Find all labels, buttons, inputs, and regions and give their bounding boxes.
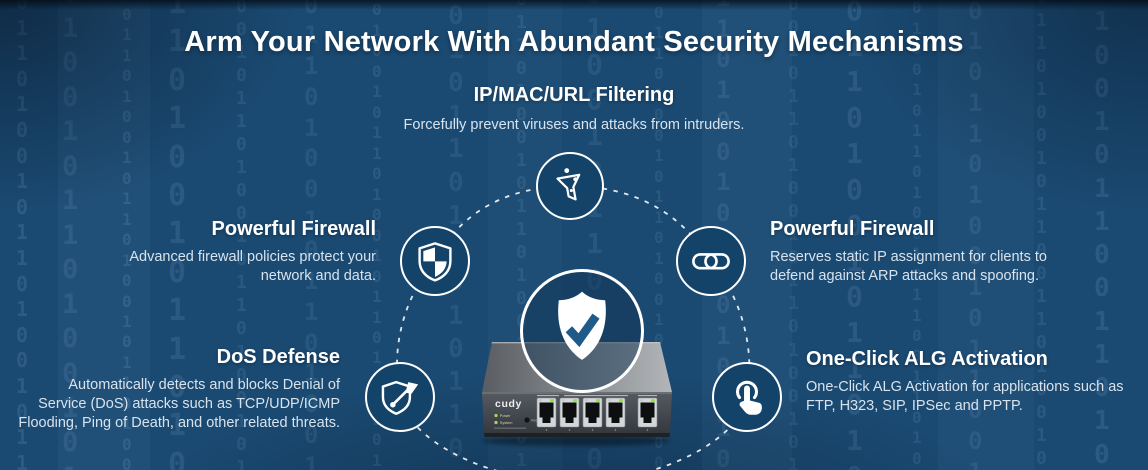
port-led bbox=[651, 399, 655, 402]
tap-click-icon bbox=[736, 380, 762, 415]
feature-one-click-alg: One-Click ALG Activation One-Click ALG A… bbox=[806, 348, 1126, 416]
arp-defense-node bbox=[676, 226, 746, 296]
system-led bbox=[494, 420, 498, 425]
feature-title: Powerful Firewall bbox=[770, 218, 935, 240]
feature-desc: Forcefully prevent viruses and attacks f… bbox=[403, 117, 745, 133]
feature-powerful-firewall-right: Powerful Firewall Reserves static IP ass… bbox=[770, 218, 1082, 286]
port-led bbox=[573, 399, 577, 402]
feature-ip-mac-url-filtering: IP/MAC/URL Filtering Forcefully prevent … bbox=[0, 84, 1148, 135]
central-security-hub bbox=[520, 269, 644, 393]
dos-defense-node bbox=[365, 362, 435, 432]
shield-quadrant-icon bbox=[418, 242, 452, 282]
firewall-node bbox=[400, 226, 470, 296]
port-led bbox=[596, 399, 600, 402]
shield-checkmark-icon bbox=[558, 291, 606, 360]
feature-title: IP/MAC/URL Filtering bbox=[473, 84, 675, 106]
feature-powerful-firewall-left: Powerful Firewall Advanced firewall poli… bbox=[96, 218, 376, 286]
feature-desc: Reserves static IP assignment for client… bbox=[770, 249, 1047, 285]
system-led-label: System bbox=[500, 421, 513, 425]
ethernet-ports bbox=[536, 397, 658, 431]
feature-title: DoS Defense bbox=[216, 346, 340, 368]
filter-node bbox=[536, 152, 604, 220]
switch-shadow bbox=[482, 436, 670, 446]
funnel-filter-icon bbox=[556, 168, 581, 201]
reset-button bbox=[524, 417, 530, 423]
port-led bbox=[550, 399, 554, 402]
power-led-label: Power bbox=[500, 414, 511, 418]
feature-title: Powerful Firewall bbox=[211, 218, 376, 240]
chain-link-icon bbox=[692, 253, 730, 270]
alg-activation-node bbox=[712, 362, 782, 432]
reset-label: Reset bbox=[531, 418, 540, 422]
switch-bottom-edge bbox=[484, 433, 670, 437]
feature-desc: One-Click ALG Activation for application… bbox=[806, 379, 1124, 415]
switch-brand-logo: cudy bbox=[495, 398, 522, 410]
feature-desc: Automatically detects and blocks Denial … bbox=[18, 377, 340, 432]
page-title: Arm Your Network With Abundant Security … bbox=[184, 26, 964, 58]
port-led bbox=[619, 399, 623, 402]
shield-dart-icon bbox=[381, 380, 419, 415]
power-led bbox=[494, 413, 498, 418]
feature-title: One-Click ALG Activation bbox=[806, 348, 1048, 370]
feature-dos-defense: DoS Defense Automatically detects and bl… bbox=[18, 346, 340, 433]
feature-desc: Advanced firewall policies protect your … bbox=[129, 249, 376, 285]
